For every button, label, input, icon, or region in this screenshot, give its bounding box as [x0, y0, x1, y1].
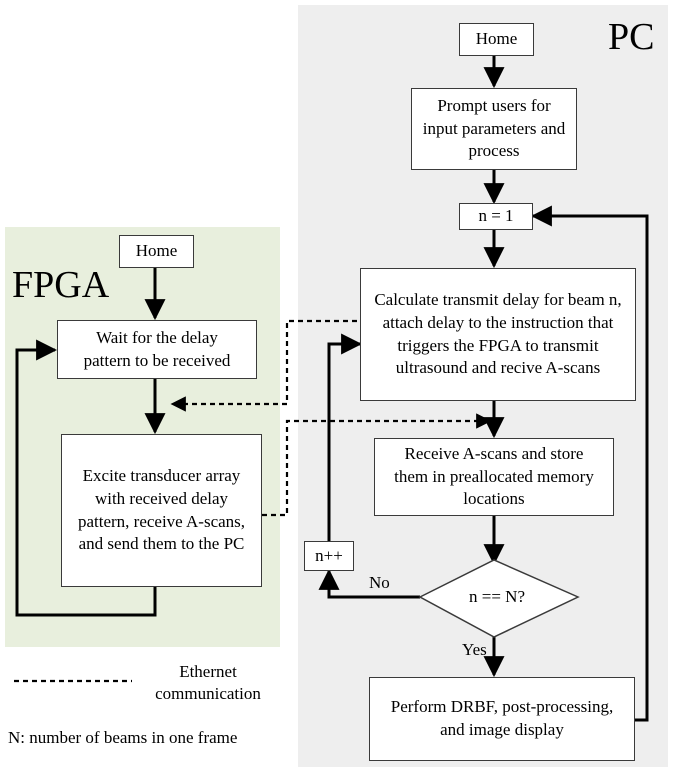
pc-region-title: PC — [608, 16, 655, 58]
fpga-home-node: Home — [119, 235, 194, 268]
decision-label: n == N? — [469, 587, 525, 606]
edge-label-yes: Yes — [462, 640, 487, 659]
ethernet-excite-to-receive — [262, 413, 492, 517]
receive-node: Receive A-scans and store them in preall… — [374, 438, 614, 516]
increment-node: n++ — [304, 541, 354, 571]
pc-home-node: Home — [459, 23, 534, 56]
decision-diamond — [418, 559, 580, 638]
wait-node: Wait for the delay pattern to be receive… — [57, 320, 257, 379]
arrow-decision-no-to-increment — [318, 568, 420, 599]
edge-label-no: No — [369, 573, 390, 592]
fpga-region-title: FPGA — [12, 264, 110, 306]
arrow-excite-loop-to-wait — [15, 339, 157, 617]
n-init-node: n = 1 — [459, 203, 533, 230]
prompt-node: Prompt users for input parameters and pr… — [411, 88, 577, 170]
excite-node: Excite transducer array with received de… — [61, 434, 262, 587]
ethernet-calc-to-wait — [170, 319, 357, 412]
arrow-perform-loop-to-n-init — [530, 205, 649, 722]
arrow-increment-to-calc — [327, 333, 363, 541]
calc-delay-node: Calculate transmit delay for beam n, att… — [360, 268, 636, 401]
perform-node: Perform DRBF, post-processing, and image… — [369, 677, 635, 761]
legend-ethernet-label: Ethernet communication — [155, 662, 261, 704]
legend-note: N: number of beams in one frame — [8, 728, 238, 747]
